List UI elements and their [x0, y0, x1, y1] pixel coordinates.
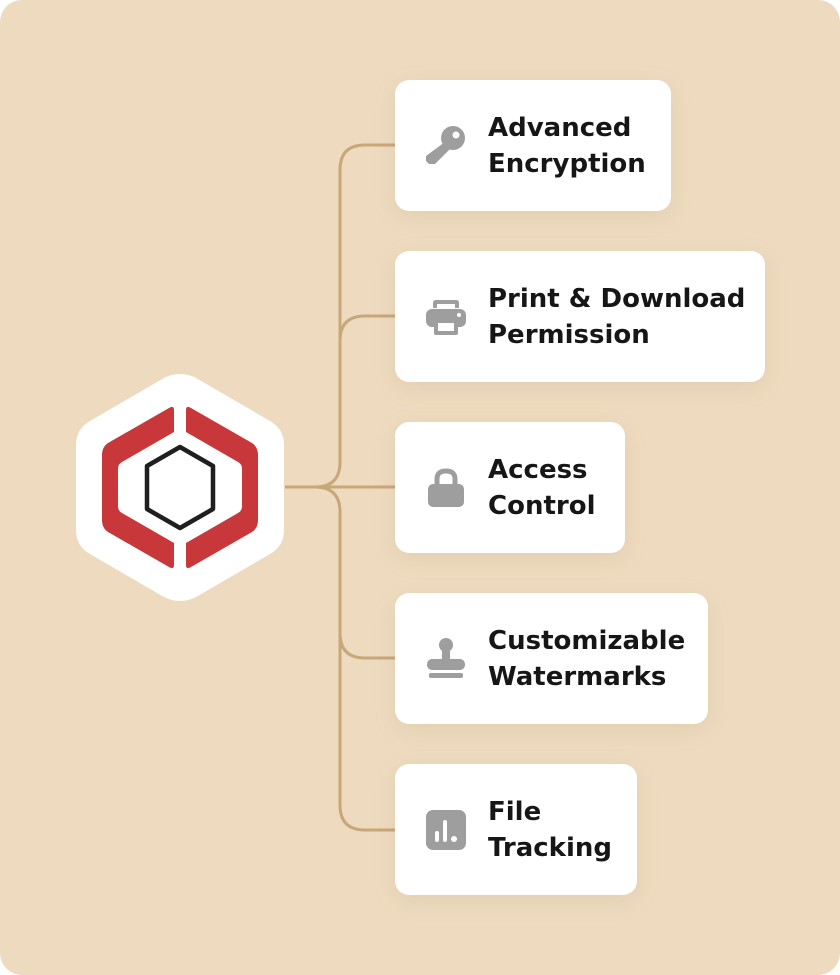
feature-title-line2: Encryption: [488, 148, 646, 179]
feature-title-line2: Watermarks: [488, 661, 667, 692]
printer-icon: [426, 299, 466, 335]
chart-icon: [426, 809, 466, 850]
feature-title-line1: Print & Download: [488, 283, 746, 314]
key-icon: [426, 125, 465, 164]
lock-icon: [428, 467, 464, 507]
feature-title-line1: Customizable: [488, 625, 686, 656]
connector-branch-2: [338, 314, 395, 342]
feature-title-line1: File: [488, 796, 542, 827]
stamp-icon: [427, 637, 465, 678]
connector-branch-4: [338, 632, 395, 660]
feature-title-line2: Permission: [488, 319, 650, 350]
feature-title-line2: Control: [488, 490, 596, 521]
feature-title-line2: Tracking: [488, 832, 612, 863]
brand-logo-icon: [76, 374, 284, 601]
feature-title-line1: Advanced: [488, 112, 632, 143]
feature-title-line1: Access: [488, 454, 588, 485]
connector-trunk-lower: [314, 485, 395, 832]
